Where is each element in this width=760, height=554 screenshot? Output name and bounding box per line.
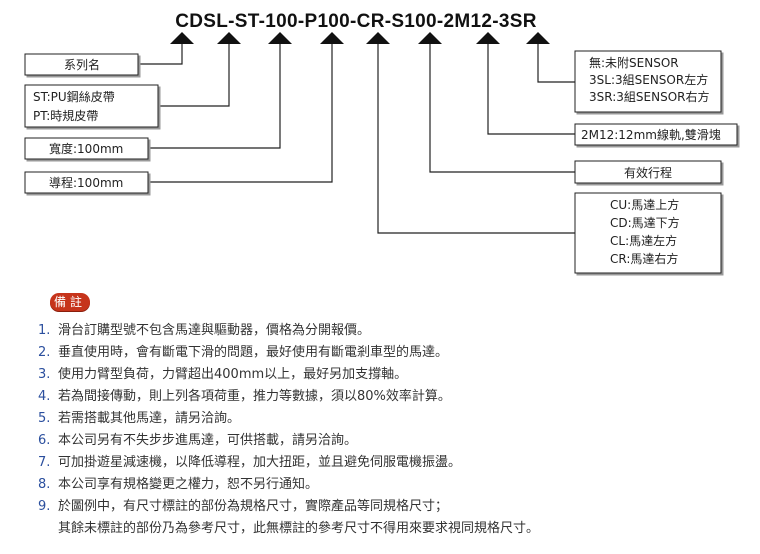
box-line: 導程:100mm (49, 175, 123, 190)
note-item: 7. 可加掛遊星減速機，以降低導程，加大扭距，並且避免伺服電機振盪。 (38, 452, 748, 474)
left-box-belt-type: ST:PU鋼絲皮帶 PT:時規皮帶 (24, 84, 159, 128)
right-box-sensor: 無:未附SENSOR 3SL:3組SENSOR左方 3SR:3組SENSOR右方 (574, 50, 722, 113)
note-text: 滑台訂購型號不包含馬達與驅動器，價格為分開報價。 (58, 323, 371, 338)
model-code: CDSL-ST-100-P100-CR-S100-2M12-3SR (175, 11, 537, 32)
note-item: 4. 若為間接傳動，則上列各項荷重，推力等數據，須以80%效率計算。 (38, 386, 748, 408)
note-text: 其餘未標註的部份乃為參考尺寸，此無標註的參考尺寸不得用來要求視同規格尺寸。 (58, 521, 540, 536)
note-number: 6. (38, 433, 51, 448)
arrow-width (268, 32, 292, 44)
notes-title-badge: 備註 (50, 293, 90, 311)
arrow-stroke (418, 32, 442, 44)
note-number: 5. (38, 411, 51, 426)
note-number: 7. (38, 455, 51, 470)
box-line: 3SR:3組SENSOR右方 (589, 89, 709, 104)
left-box-series: 系列名 (24, 53, 139, 76)
note-text: 使用力臂型負荷，力臂超出400mm以上，最好另加支撐軸。 (58, 367, 408, 382)
note-item: 5. 若需搭載其他馬達，請另洽詢。 (38, 408, 748, 430)
arrow-sensor (526, 32, 550, 44)
box-line: CL:馬達左方 (610, 233, 677, 248)
note-item: 6. 本公司另有不失步步進馬達，可供搭載，請另洽詢。 (38, 430, 748, 452)
note-text: 垂直使用時，會有斷電下滑的問題，最好使用有斷電剎車型的馬達。 (58, 345, 449, 360)
note-item: 8. 本公司享有規格變更之權力，恕不另行通知。 (38, 474, 748, 496)
note-number: 8. (38, 477, 51, 492)
note-text: 可加掛遊星減速機，以降低導程，加大扭距，並且避免伺服電機振盪。 (58, 455, 462, 470)
left-box-width: 寬度:100mm (24, 137, 149, 160)
note-text: 本公司另有不失步步進馬達，可供搭載，請另洽詢。 (58, 433, 358, 448)
box-line: 2M12:12mm線軌,雙滑塊 (581, 127, 721, 142)
box-line: PT:時規皮帶 (33, 108, 98, 123)
note-text: 本公司享有規格變更之權力，恕不另行通知。 (58, 477, 319, 492)
box-line: CU:馬達上方 (610, 197, 679, 212)
arrow-rail (476, 32, 500, 44)
box-line: 寬度:100mm (49, 141, 123, 156)
box-line: 3SL:3組SENSOR左方 (589, 72, 708, 87)
arrow-lead (320, 32, 344, 44)
note-text: 若需搭載其他馬達，請另洽詢。 (58, 411, 241, 426)
note-number: 2. (38, 345, 51, 360)
arrow-motor-position (366, 32, 390, 44)
arrow-belt (217, 32, 241, 44)
note-number: 4. (38, 389, 51, 404)
box-line: CD:馬達下方 (610, 215, 680, 230)
right-box-stroke: 有效行程 (574, 160, 722, 184)
notes-list: 1. 滑台訂購型號不包含馬達與驅動器，價格為分開報價。 2. 垂直使用時，會有斷電下滑… (38, 320, 748, 540)
note-number: 1. (38, 323, 51, 338)
note-item: 2. 垂直使用時，會有斷電下滑的問題，最好使用有斷電剎車型的馬達。 (38, 342, 748, 364)
left-box-lead: 導程:100mm (24, 171, 149, 194)
note-number: 3. (38, 367, 51, 382)
note-item: 1. 滑台訂購型號不包含馬達與驅動器，價格為分開報價。 (38, 320, 748, 342)
box-line: CR:馬達右方 (610, 251, 678, 266)
box-line: 無:未附SENSOR (589, 55, 679, 70)
code-pointer-arrows (170, 32, 550, 44)
note-number: 9. (38, 499, 51, 514)
note-text: 若為間接傳動，則上列各項荷重，推力等數據，須以80%效率計算。 (58, 389, 451, 404)
box-line: 系列名 (64, 57, 100, 72)
box-line: ST:PU鋼絲皮帶 (33, 89, 115, 104)
note-item: 3. 使用力臂型負荷，力臂超出400mm以上，最好另加支撐軸。 (38, 364, 748, 386)
right-box-motor-position: CU:馬達上方 CD:馬達下方 CL:馬達左方 CR:馬達右方 (574, 192, 722, 274)
note-text: 於圖例中，有尺寸標註的部份為規格尺寸，實際產品等同規格尺寸； (58, 499, 449, 514)
box-line: 有效行程 (624, 165, 672, 180)
connector-lines (138, 44, 575, 234)
note-item: 9. 於圖例中，有尺寸標註的部份為規格尺寸，實際產品等同規格尺寸； 其餘未標註的部份… (38, 496, 748, 540)
right-box-rail: 2M12:12mm線軌,雙滑塊 (574, 123, 738, 146)
arrow-series (170, 32, 194, 44)
model-code-diagram: CDSL-ST-100-P100-CR-S100-2M12-3SR 系列名 ST… (24, 11, 738, 274)
